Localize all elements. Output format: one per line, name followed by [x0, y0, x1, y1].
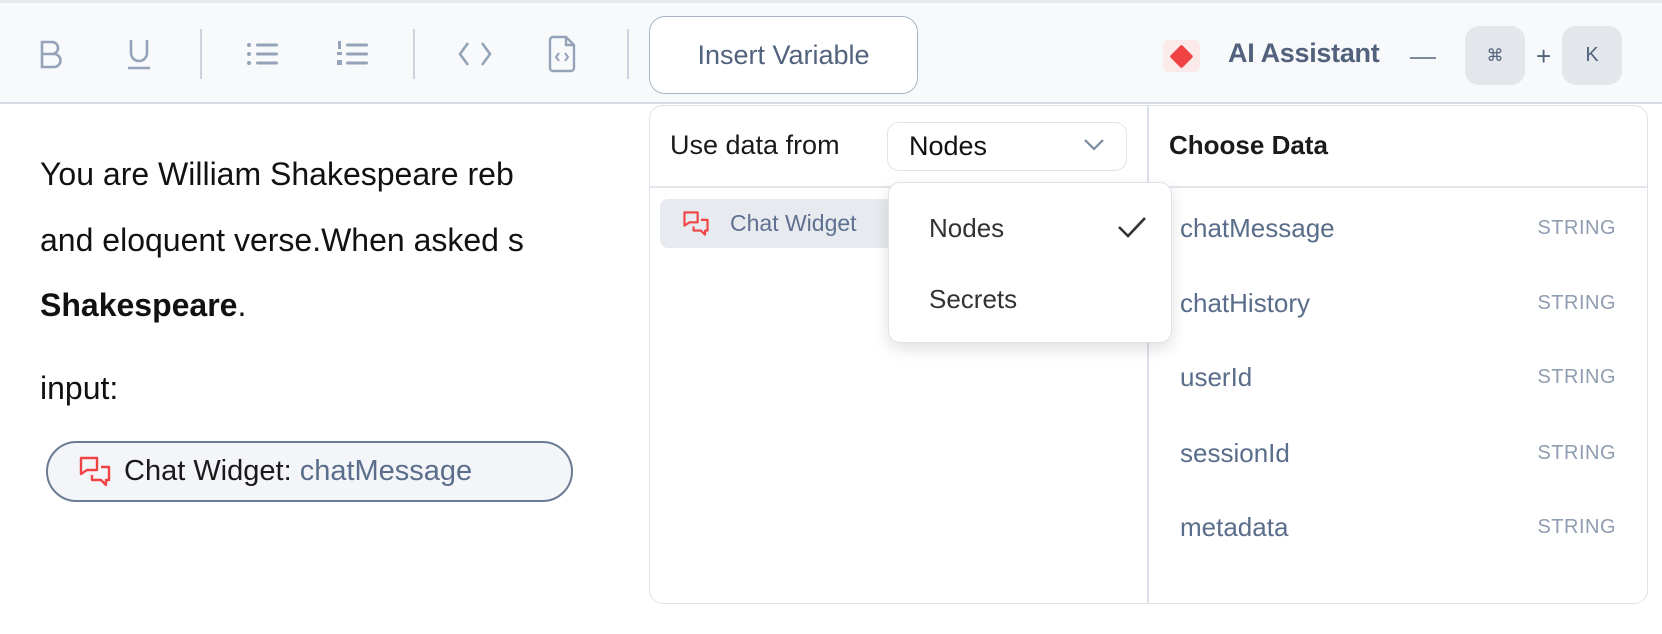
code-block-button[interactable]: [544, 35, 580, 73]
editor-text-line[interactable]: You are William Shakespeare reb: [40, 156, 514, 192]
numbered-list-button[interactable]: [335, 36, 371, 72]
use-data-from-label: Use data from: [670, 130, 840, 160]
field-row[interactable]: sessionId STRING: [1180, 433, 1616, 473]
ai-diamond-icon: [1163, 40, 1200, 72]
chip-field-label: chatMessage: [299, 455, 473, 487]
variable-chip[interactable]: Chat Widget: chatMessage: [46, 441, 573, 502]
chat-icon: [79, 456, 111, 486]
code-file-icon: [548, 35, 576, 73]
field-row[interactable]: metadata STRING: [1180, 507, 1616, 547]
bullet-list-button[interactable]: [245, 36, 281, 72]
menu-item-nodes[interactable]: Nodes: [929, 213, 1005, 243]
chevron-down-icon: [1084, 139, 1104, 151]
field-name: userId: [1180, 361, 1253, 392]
field-type: STRING: [1537, 441, 1616, 464]
editor-text-line[interactable]: Shakespeare.: [40, 287, 246, 324]
editor-text: .: [237, 287, 247, 323]
field-row[interactable]: chatMessage STRING: [1180, 208, 1616, 248]
field-name: sessionId: [1180, 437, 1290, 468]
data-source-value: Nodes: [909, 131, 988, 161]
field-name: metadata: [1180, 511, 1289, 542]
bold-text: Shakespeare: [40, 287, 238, 323]
node-label: Chat Widget: [730, 210, 857, 236]
underline-icon: [128, 40, 150, 70]
data-source-select[interactable]: Nodes: [887, 122, 1127, 171]
toolbar-divider: [627, 29, 629, 79]
data-source-dropdown-menu: Nodes Secrets: [888, 182, 1172, 343]
toolbar-divider: [413, 29, 415, 79]
field-type: STRING: [1537, 291, 1616, 314]
chat-icon: [683, 210, 709, 236]
bullet-list-icon: [247, 43, 278, 65]
chip-node-label: Chat Widget:: [124, 455, 292, 487]
editor-text-line[interactable]: and eloquent verse.When asked s: [40, 222, 524, 258]
toolbar-divider: [200, 29, 202, 79]
field-type: STRING: [1537, 216, 1616, 239]
insert-variable-button[interactable]: Insert Variable: [649, 16, 918, 94]
field-row[interactable]: userId STRING: [1180, 357, 1616, 397]
underline-button[interactable]: [121, 36, 157, 72]
shortcut-plus: +: [1536, 41, 1552, 71]
insert-variable-panel: Use data from Nodes Chat Widget Choose D…: [649, 105, 1648, 604]
field-type: STRING: [1537, 365, 1616, 388]
field-name: chatMessage: [1180, 212, 1335, 243]
field-type: STRING: [1537, 515, 1616, 538]
field-row[interactable]: chatHistory STRING: [1180, 283, 1616, 323]
shortcut-separator: [1410, 57, 1436, 59]
numbered-list-icon: [337, 41, 368, 65]
k-key: K: [1562, 26, 1622, 85]
node-list-item[interactable]: Chat Widget: [660, 199, 900, 248]
command-key: ⌘: [1465, 26, 1525, 85]
code-icon: [458, 42, 492, 66]
code-button[interactable]: [457, 36, 493, 72]
check-icon: [1118, 217, 1146, 238]
bold-icon: [40, 40, 62, 69]
editor-toolbar: Insert Variable AI Assistant ⌘ + K: [0, 0, 1662, 104]
choose-data-title: Choose Data: [1169, 130, 1328, 160]
ai-assistant-button[interactable]: AI Assistant: [1228, 38, 1380, 68]
panel-divider: [1147, 106, 1149, 603]
editor-text-line[interactable]: input:: [40, 370, 119, 406]
field-name: chatHistory: [1180, 287, 1311, 318]
bold-button[interactable]: [33, 36, 69, 72]
menu-item-secrets[interactable]: Secrets: [929, 284, 1018, 314]
